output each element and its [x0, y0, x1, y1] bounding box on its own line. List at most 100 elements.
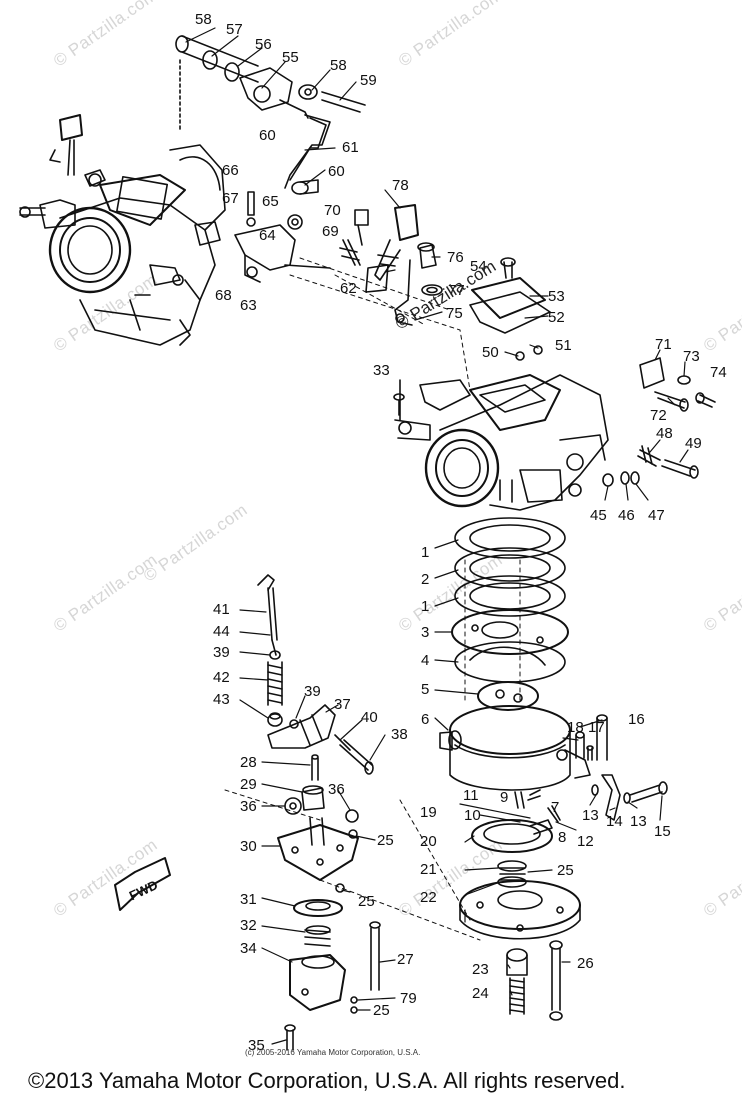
main-carburetor — [393, 374, 609, 511]
copyright-small: (c) 2005-2016 Yamaha Motor Corporation, … — [245, 1048, 421, 1057]
callout-52: 52 — [548, 309, 565, 326]
fwd-arrow — [114, 857, 171, 911]
callout-9: 9 — [500, 789, 508, 806]
callout-75: 75 — [446, 305, 463, 322]
diaphragm-stack — [451, 517, 569, 711]
callout-19: 19 — [420, 804, 437, 821]
callout-layer: 58 57 56 55 58 59 60 61 60 66 67 6 5 70 7… — [127, 11, 727, 1054]
callout-7: 7 — [551, 799, 559, 816]
lower-pump-group — [277, 754, 381, 1051]
side-small-parts — [602, 357, 716, 487]
callout-11: 11 — [463, 787, 479, 804]
callout-25c: 25 — [358, 893, 375, 910]
leader-lines — [185, 27, 689, 1045]
link-bracket — [234, 191, 331, 283]
callout-16: 16 — [628, 711, 645, 728]
callout-27: 27 — [397, 951, 414, 968]
callout-66: 66 — [222, 162, 239, 179]
callout-13: 13 — [582, 807, 599, 824]
callout-60: 60 — [259, 127, 276, 144]
callout-5: 5 — [421, 681, 429, 698]
callout-25d: 25 — [373, 1002, 390, 1019]
callout-42: 42 — [213, 669, 230, 686]
callout-34: 34 — [240, 940, 257, 957]
callout-35: 35 — [248, 1037, 265, 1054]
callout-78: 78 — [392, 177, 409, 194]
callout-73: 73 — [683, 348, 700, 365]
callout-57: 57 — [226, 21, 243, 38]
callout-36b: 36 — [328, 781, 345, 798]
callout-51: 51 — [555, 337, 572, 354]
callout-56: 56 — [255, 36, 272, 53]
callout-45: 45 — [590, 507, 607, 524]
callout-10: 10 — [464, 807, 481, 824]
callout-1: 1 — [421, 544, 429, 561]
callout-76: 76 — [447, 249, 464, 266]
callout-17: 17 — [588, 719, 605, 736]
callout-68: 68 — [215, 287, 232, 304]
callout-2: 2 — [421, 571, 429, 588]
callout-12: 12 — [577, 833, 594, 850]
callout-58b: 58 — [330, 57, 347, 74]
copyright-main: ©2013 Yamaha Motor Corporation, U.S.A. A… — [28, 1068, 626, 1093]
callout-25b: 25 — [557, 862, 574, 879]
callout-22: 22 — [420, 889, 437, 906]
choke-rod-group — [257, 574, 283, 727]
callout-72: 72 — [650, 407, 667, 424]
callout-20: 20 — [420, 833, 437, 850]
callout-59: 59 — [360, 72, 377, 89]
cover-plate — [469, 257, 551, 361]
callout-60b: 60 — [328, 163, 345, 180]
callout-4: 4 — [421, 652, 429, 669]
callout-39b: 39 — [304, 683, 321, 700]
callout-30: 30 — [240, 838, 257, 855]
callout-33: 33 — [373, 362, 390, 379]
callout-23: 23 — [472, 961, 489, 978]
callout-50: 50 — [482, 344, 499, 361]
callout-41: 41 — [213, 601, 230, 618]
bottom-right-parts — [506, 940, 563, 1021]
callout-26: 26 — [577, 955, 594, 972]
callout-36: 36 — [240, 798, 257, 815]
callout-28: 28 — [240, 754, 257, 771]
callout-53: 53 — [548, 288, 565, 305]
callout-29: 29 — [240, 776, 257, 793]
callout-44: 44 — [213, 623, 230, 640]
callout-32: 32 — [240, 917, 257, 934]
idle-screw-group — [339, 204, 443, 326]
callout-8: 8 — [558, 829, 566, 846]
callout-1b: 1 — [421, 598, 429, 615]
callout-46: 46 — [618, 507, 635, 524]
callout-64: 64 — [259, 227, 276, 244]
callout-6: 6 — [421, 711, 429, 728]
upper-carburetor — [19, 114, 226, 346]
callout-70: 70 — [324, 202, 341, 219]
callout-21: 21 — [420, 861, 437, 878]
callout-49: 49 — [685, 435, 702, 452]
callout-13b: 13 — [630, 813, 647, 830]
callout-67: 67 — [222, 190, 239, 207]
callout-79: 79 — [400, 990, 417, 1007]
callout-74: 74 — [710, 364, 727, 381]
callout-71: 71 — [655, 336, 672, 353]
callout-43: 43 — [213, 691, 230, 708]
callout-40: 40 — [361, 709, 378, 726]
callout-62: 62 — [340, 280, 357, 297]
callout-18: 18 — [567, 719, 584, 736]
pump-fittings — [514, 714, 668, 823]
callout-61: 61 — [342, 139, 359, 156]
callout-25: 25 — [377, 832, 394, 849]
pump-body — [439, 705, 591, 791]
callout-55: 55 — [282, 49, 299, 66]
throttle-linkage — [175, 35, 366, 195]
fwd-label: FWD — [127, 877, 160, 903]
callout-24: 24 — [472, 985, 489, 1002]
callout-58: 58 — [195, 11, 212, 28]
callout-37: 37 — [334, 696, 351, 713]
callout-15: 15 — [654, 823, 671, 840]
callout-31: 31 — [240, 891, 257, 908]
choke-lever — [267, 704, 374, 775]
callout-77: 77 — [448, 282, 465, 299]
callout-54: 54 — [470, 258, 487, 275]
